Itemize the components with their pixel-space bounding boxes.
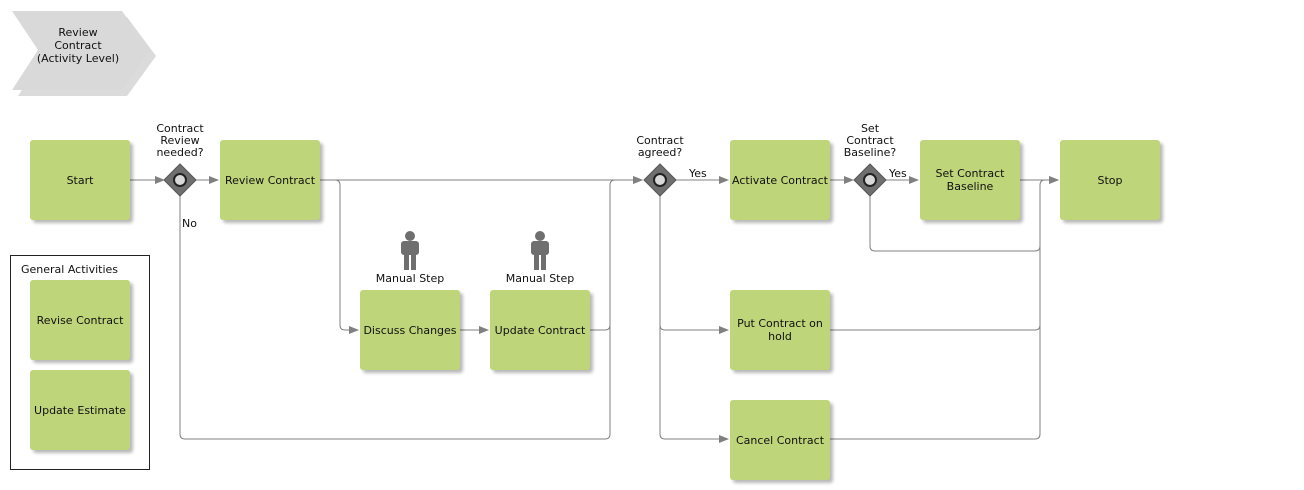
connector-no-path [179, 176, 643, 440]
connector-update-to-agreed [590, 185, 611, 331]
gateway-contract-agreed [643, 163, 677, 197]
activate-contract-box[interactable]: Activate Contract [730, 140, 830, 220]
connector-cancel-to-stop [830, 325, 1041, 440]
person-icon [531, 231, 549, 270]
connector-agreed-to-cancel [659, 325, 729, 443]
flow-label-no: No [182, 217, 197, 230]
set-contract-baseline-box[interactable]: Set Contract Baseline [920, 140, 1020, 220]
chevron-shape [12, 11, 156, 96]
gateway-contract-agreed-label: Contract agreed? [636, 134, 684, 159]
connector-baseline-skip [869, 196, 1041, 252]
manual-step-label: Manual Step [505, 272, 575, 285]
manual-step-label: Manual Step [375, 272, 445, 285]
legend-title: General Activities [21, 263, 119, 276]
connector-agreed-to-hold [659, 196, 729, 334]
cancel-contract-box[interactable]: Cancel Contract [730, 400, 830, 480]
update-estimate-box[interactable]: Update Estimate [30, 370, 130, 450]
discuss-changes-box[interactable]: Discuss Changes [360, 290, 460, 370]
gateway-review-needed [163, 163, 197, 197]
connector-review-to-discuss [320, 179, 359, 334]
diagram-title: Review Contract (Activity Level) [36, 26, 120, 65]
gateway-review-needed-label: Contract Review needed? [156, 122, 204, 159]
update-contract-box[interactable]: Update Contract [490, 290, 590, 370]
general-activities-legend: General Activities [10, 255, 150, 470]
person-icon [401, 231, 419, 270]
revise-contract-box[interactable]: Revise Contract [30, 280, 130, 360]
flow-label-yes-baseline: Yes [889, 167, 907, 180]
start-box[interactable]: Start [30, 140, 130, 220]
connector-hold-to-stop [830, 176, 1059, 331]
flow-label-yes-agreed: Yes [689, 167, 707, 180]
stop-box[interactable]: Stop [1060, 140, 1160, 220]
review-contract-box[interactable]: Review Contract [220, 140, 320, 220]
gateway-set-baseline-label: Set Contract Baseline? [843, 122, 897, 159]
gateway-set-baseline [853, 163, 887, 197]
put-contract-on-hold-box[interactable]: Put Contract on hold [730, 290, 830, 370]
